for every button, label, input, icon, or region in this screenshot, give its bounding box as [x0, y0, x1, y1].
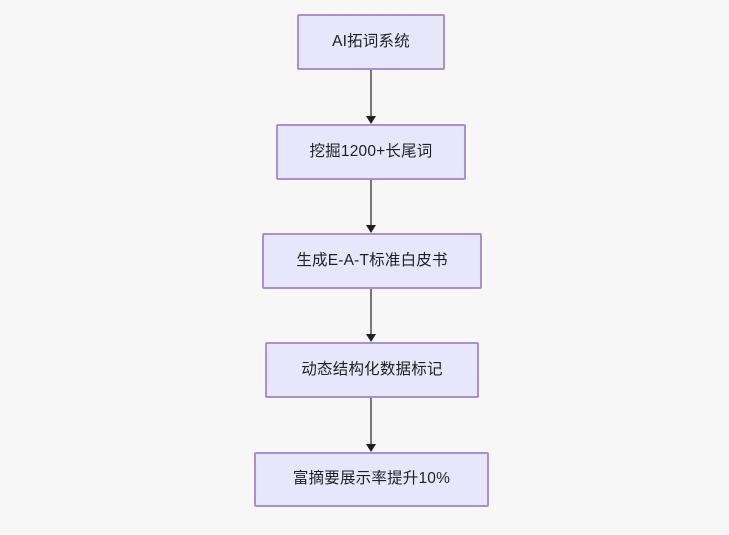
flowchart-node-generate-eat-whitepaper[interactable]: 生成E-A-T标准白皮书 [262, 233, 482, 289]
flowchart-node-ai-keyword-system[interactable]: AI拓词系统 [297, 14, 445, 70]
edge-connector-line [370, 398, 372, 444]
flowchart-node-label: 动态结构化数据标记 [301, 360, 443, 378]
flowchart-node-label: 富摘要展示率提升10% [292, 470, 451, 488]
edge-arrowhead-icon [365, 334, 376, 342]
flowchart-node-label: AI拓词系统 [332, 32, 410, 50]
edge-arrowhead-icon [365, 116, 376, 124]
flowchart-node-dynamic-structured-data-markup[interactable]: 动态结构化数据标记 [265, 342, 479, 398]
flowchart-node-mine-longtail-keywords[interactable]: 挖掘1200+长尾词 [276, 124, 466, 180]
edge-arrowhead-icon [365, 444, 376, 452]
edge-arrowhead-icon [365, 225, 376, 233]
edge-connector-line [370, 70, 372, 116]
edge-connector-line [370, 180, 372, 225]
flowchart-node-label: 生成E-A-T标准白皮书 [296, 251, 448, 269]
edge-connector-line [370, 289, 372, 334]
flowchart-node-label: 挖掘1200+长尾词 [309, 142, 433, 160]
flowchart-node-rich-snippet-impression-lift[interactable]: 富摘要展示率提升10% [254, 452, 489, 507]
